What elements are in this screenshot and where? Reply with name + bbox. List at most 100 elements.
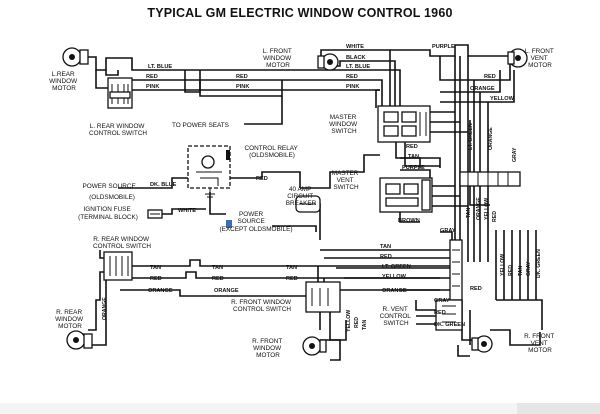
wire-label: RED (286, 276, 298, 282)
label-power-source-olds: POWER SOURCE (OLDSMOBILE) (82, 183, 137, 201)
wire-label-vertical: YELLOW (346, 310, 352, 332)
wire-breaker-red (300, 154, 380, 189)
wire-label: RED (150, 276, 162, 282)
mid-connector-block (449, 239, 463, 301)
label-rr-switch: R. REAR WINDOW CONTROL SWITCH (93, 236, 151, 250)
wire-label: RED (236, 74, 248, 80)
wire-lr-motor-top (86, 56, 370, 71)
wire-lower-red (132, 271, 440, 279)
rf-window-motor (302, 336, 327, 356)
wire-label-vertical: RED (354, 317, 360, 328)
wire-label-vertical: GRAY (526, 261, 532, 276)
wire-label: ORANGE (148, 288, 173, 294)
wire-label: TAN (380, 244, 391, 250)
wire-bus-ltblue (105, 70, 119, 76)
wire-label: BROWN (398, 218, 420, 224)
label-rv-switch: R. VENT CONTROL SWITCH (380, 306, 413, 327)
label-lr-motor: L.REAR WINDOW MOTOR (49, 71, 79, 92)
wire-label: RED (434, 310, 446, 316)
wire-label: DK. BLUE (150, 182, 177, 188)
label-lfv-motor: L. FRONT VENT MOTOR (525, 48, 556, 69)
wire-label-vertical: DK. GREEN (536, 249, 542, 278)
master-vent-switch (379, 177, 433, 213)
wire-mvent-tan (400, 157, 441, 168)
wire-label: RED (470, 286, 482, 292)
wire-rr-motor-red (90, 272, 107, 346)
wire-label: RED (484, 74, 496, 80)
wire-label-vertical: RED (508, 265, 514, 276)
wire-lf-motor-ltblue (370, 69, 401, 108)
wire-label: RED (380, 254, 392, 260)
horizontal-scrollbar-thumb[interactable] (0, 403, 517, 414)
wire-relay-red (228, 171, 301, 188)
wire-power-seats (244, 96, 283, 125)
wire-label: YELLOW (382, 274, 407, 280)
wire-lower-right-verts (495, 230, 537, 300)
lr-window-motor (62, 47, 89, 67)
wire-pink-to-master (375, 89, 380, 108)
ignition-fuse (147, 209, 163, 219)
label-lr-switch: L. REAR WINDOW CONTROL SWITCH (89, 123, 147, 137)
wire-label: WHITE (346, 44, 364, 50)
wire-label: ORANGE (214, 288, 239, 294)
wire-label: WHITE (178, 208, 196, 214)
wire-label: PINK (236, 84, 249, 90)
wire-label: ORANGE (382, 288, 407, 294)
wire-relay-dkblue (118, 177, 190, 189)
wire-relay-loop (209, 192, 226, 215)
wire-rr-switch-motor (88, 271, 110, 331)
power-source-marker (226, 220, 232, 228)
wire-label: PURPLE (432, 44, 455, 50)
wire-label-vertical: LT. GREEN (468, 123, 474, 150)
rr-control-switch (103, 251, 133, 281)
rf-control-switch (305, 281, 341, 313)
wire-label: PINK (346, 84, 359, 90)
lf-window-motor (317, 53, 339, 71)
label-rr-motor: R. REAR WINDOW MOTOR (55, 309, 85, 330)
wire-label-vertical: ORANGE (102, 297, 108, 320)
wire-purple-top (390, 44, 514, 57)
wire-mvent-brown (399, 212, 420, 223)
wire-lr-motor-down (95, 70, 110, 89)
wire-label: PURPLE (402, 165, 425, 171)
wire-power-except (272, 225, 317, 232)
wire-label: TAN (150, 265, 161, 271)
wire-label-vertical: RED (492, 211, 498, 222)
wire-mvent-right (432, 185, 468, 207)
lr-control-switch (107, 77, 133, 109)
wire-label: YELLOW (490, 96, 515, 102)
label-rf-switch: R. FRONT WINDOW CONTROL SWITCH (231, 299, 293, 313)
label-power-seats: TO POWER SEATS (172, 122, 229, 129)
circuit-breaker (295, 195, 321, 213)
wire-rfv-motor (490, 329, 541, 346)
wire-label: LT. BLUE (346, 64, 370, 70)
wire-label-vertical: TAN (466, 207, 472, 218)
wire-label: RED (256, 176, 268, 182)
wire-label: TAN (408, 154, 419, 160)
wire-lower-right-bus (496, 299, 543, 330)
wire-label: RED (146, 74, 158, 80)
rv-control-switch (435, 299, 463, 331)
wire-label-vertical: TAN (518, 265, 524, 276)
wire-rf-motor-bottom (457, 345, 470, 357)
label-master-vent: MASTER VENT SWITCH (332, 170, 360, 191)
label-master-window: MASTER WINDOW SWITCH (329, 114, 359, 135)
master-window-switch (377, 105, 431, 143)
wire-label: GRAY (434, 298, 450, 304)
wire-label: LT. GREEN (382, 264, 411, 270)
wire-top-verticals (454, 56, 489, 240)
wire-bus-link2 (199, 80, 283, 97)
label-ignition-fuse: IGNITION FUSE (TERMINAL BLOCK) (78, 206, 138, 221)
wire-rf-motor (320, 339, 341, 361)
wire-bus-link (184, 70, 201, 93)
wire-label: RED (406, 144, 418, 150)
wire-label: ORANGE (470, 86, 495, 92)
right-connector-block (459, 171, 521, 187)
wire-label: TAN (286, 265, 297, 271)
wire-gray (440, 231, 453, 240)
wire-lfv-yellow (440, 70, 515, 103)
wire-ltgreen-vert (469, 120, 490, 206)
wire-label: RED (346, 74, 358, 80)
